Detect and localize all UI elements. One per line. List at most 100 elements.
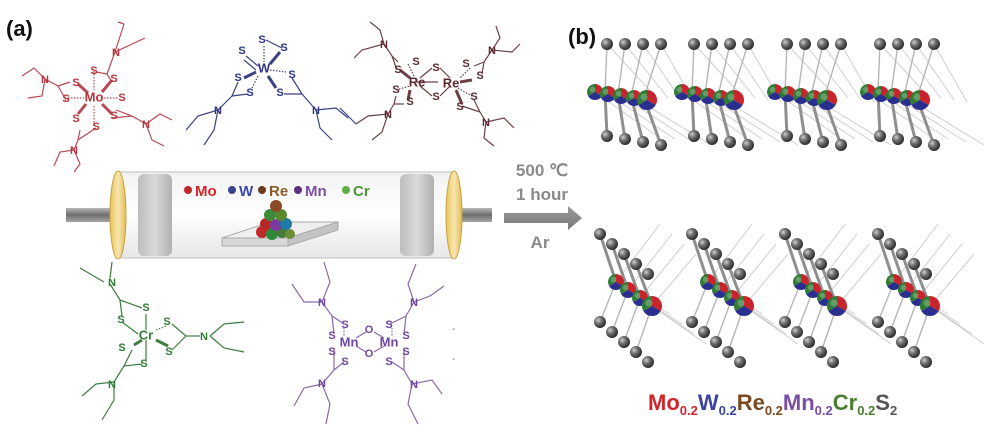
- sulfur-atom: [781, 38, 793, 50]
- atom-n: N: [488, 45, 496, 57]
- sulfur-atom: [637, 38, 649, 50]
- metal-atom-highlight: [645, 299, 653, 307]
- w-precursor-molecule: [185, 39, 349, 146]
- atom-s: S: [341, 319, 348, 331]
- metal-atom-segment: [675, 92, 689, 101]
- atom-s: S: [288, 69, 295, 81]
- bond: [915, 43, 955, 101]
- metal-atom: [724, 90, 745, 111]
- metal-atom-segment: [614, 96, 628, 105]
- bond: [630, 43, 644, 97]
- atom-s: S: [90, 65, 97, 77]
- sulfur-atom: [630, 258, 642, 270]
- bond: [604, 43, 608, 93]
- atom-n: N: [108, 277, 116, 289]
- atom-n: N: [482, 117, 490, 129]
- atom-s: S: [142, 302, 149, 314]
- atom-s: S: [234, 72, 241, 84]
- atom-n: N: [318, 378, 326, 390]
- atom-s: S: [72, 77, 79, 89]
- metal-atom-highlight: [901, 92, 908, 99]
- bond: [823, 43, 842, 99]
- atom-s: S: [140, 358, 147, 370]
- sulfur-atom: [791, 238, 803, 250]
- bond: [719, 233, 765, 291]
- sulfur-atom: [742, 38, 754, 50]
- atom-s: S: [385, 356, 392, 368]
- formula-s-sub: 2: [890, 403, 897, 418]
- bond: [903, 43, 917, 97]
- metal-atom-segment: [873, 86, 881, 98]
- sulfur-atom: [642, 268, 654, 280]
- formula-mo-sub: 0.2: [680, 403, 698, 418]
- precursor-powder-pile: [256, 200, 295, 240]
- atom-s: S: [110, 73, 117, 85]
- bond: [812, 233, 858, 291]
- left-plug: [138, 174, 172, 256]
- reaction-arrow-icon: [504, 206, 582, 230]
- sulfur-atom: [688, 130, 700, 142]
- metal-atom-highlight: [769, 86, 776, 93]
- legend-mo: Mo: [195, 183, 217, 200]
- metal-atom: [886, 88, 902, 105]
- metal-atom-segment: [827, 90, 837, 105]
- cr-precursor-molecule: [79, 261, 245, 421]
- metal-atom-segment: [817, 90, 827, 105]
- metal-atom-highlight: [912, 292, 919, 299]
- bond: [743, 305, 799, 345]
- sulfur-atom: [872, 228, 884, 240]
- metal-atom-highlight: [634, 292, 641, 299]
- metal-atom-segment: [899, 90, 907, 102]
- metal-atom-segment: [724, 90, 734, 105]
- metal-atom-highlight: [888, 90, 895, 97]
- metal-atom-highlight: [737, 299, 745, 307]
- metal-atom-segment: [628, 282, 636, 294]
- bond: [610, 243, 630, 291]
- metal-atom-segment: [887, 96, 901, 105]
- metal-atom-segment: [813, 282, 821, 294]
- atom-n: N: [384, 109, 392, 121]
- dash-mark: -: [452, 354, 455, 365]
- sulfur-atom: [601, 130, 613, 142]
- sulfur-atom: [706, 133, 718, 145]
- bond: [916, 43, 935, 99]
- legend-cr: Cr: [353, 183, 370, 200]
- crystal-structure-side-view: [594, 223, 985, 368]
- metal-atom-segment: [886, 88, 894, 100]
- mo-dot-icon: [184, 186, 192, 194]
- w-dot-icon: [228, 186, 236, 194]
- sulfur-atom: [710, 248, 722, 260]
- metal-atom-segment: [712, 282, 720, 294]
- metal-atom-segment: [794, 96, 808, 105]
- sulfur-atom: [896, 248, 908, 260]
- sulfur-atom: [688, 38, 700, 50]
- atom-n: N: [410, 297, 418, 309]
- sulfur-atom: [734, 268, 746, 280]
- sulfur-atom: [710, 336, 722, 348]
- sulfur-atom: [742, 139, 754, 151]
- atom-s: S: [163, 316, 170, 328]
- sulfur-atom: [799, 38, 811, 50]
- sulfur-atom: [874, 130, 886, 142]
- atom-s: S: [117, 314, 124, 326]
- metal-atom-segment: [652, 296, 662, 311]
- metal-atom-segment: [909, 90, 920, 105]
- panel-a-label: (a): [6, 16, 33, 41]
- atom-s: S: [246, 87, 253, 99]
- metal-atom-segment: [793, 274, 801, 286]
- atom-s: S: [110, 110, 117, 122]
- atom-n: N: [142, 119, 150, 131]
- legend-w: W: [239, 183, 254, 200]
- atom-n: N: [380, 39, 388, 51]
- bond: [797, 43, 806, 95]
- metal-atom-segment: [860, 84, 868, 96]
- metal-atom-segment: [827, 296, 837, 311]
- atom-s: S: [280, 42, 287, 54]
- atom-cr: Cr: [139, 327, 153, 342]
- metal-atom-segment: [920, 90, 931, 105]
- atom-s: S: [341, 356, 348, 368]
- metal-atom-highlight: [714, 284, 721, 291]
- sulfur-atom: [884, 326, 896, 338]
- sulfur-atom: [606, 238, 618, 250]
- sulfur-atom: [896, 336, 908, 348]
